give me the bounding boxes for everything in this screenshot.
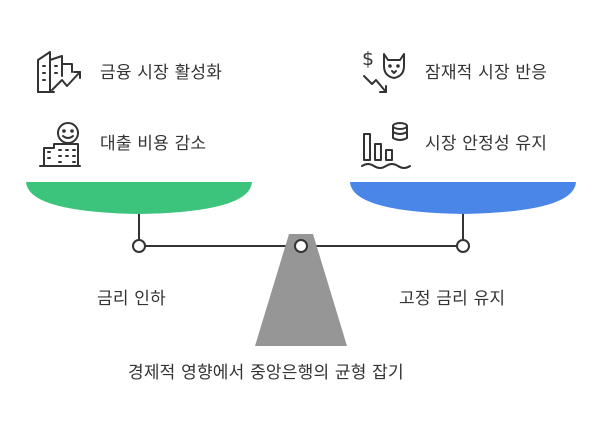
right-pivot — [456, 239, 470, 253]
center-pivot — [294, 239, 308, 253]
left-caption: 금리 인하 — [97, 289, 166, 309]
left-item-label-1: 금융 시장 활성화 — [100, 63, 223, 83]
svg-text:$: $ — [362, 48, 374, 70]
right-item-label-2: 시장 안정성 유지 — [425, 134, 548, 154]
city-growth-icon — [37, 51, 81, 93]
right-item-label-1: 잠재적 시장 반응 — [425, 63, 548, 83]
left-pan — [26, 182, 252, 214]
right-caption: 고정 금리 유지 — [399, 289, 506, 309]
money-fox-decline-icon: $ — [362, 48, 405, 93]
base-caption: 경제적 영향에서 중앙은행의 균형 잡기 — [128, 363, 404, 383]
fulcrum-base — [255, 234, 347, 346]
stable-chart-coin-icon — [361, 122, 411, 169]
smiling-building-icon — [39, 122, 81, 167]
left-pivot — [132, 239, 146, 253]
right-pan — [350, 182, 576, 214]
left-item-label-2: 대출 비용 감소 — [100, 134, 207, 154]
